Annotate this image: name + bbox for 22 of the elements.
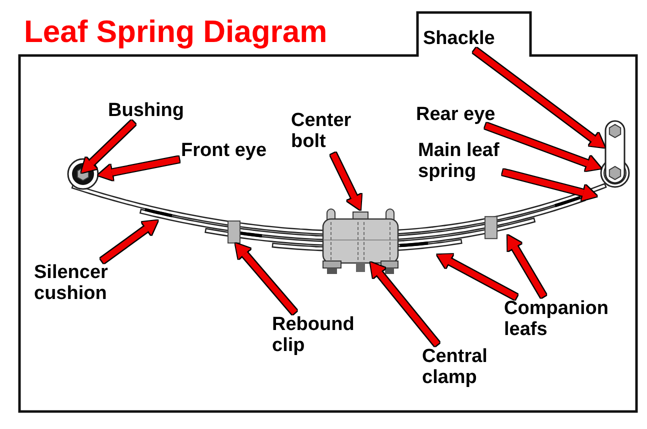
- leader-arrow: [100, 220, 158, 264]
- callout-label: Shackle: [423, 28, 495, 49]
- leader-arrow: [472, 48, 605, 148]
- leader-arrow: [330, 152, 362, 210]
- leader-arrow: [235, 243, 297, 314]
- callout-label: Central clamp: [422, 346, 489, 388]
- callout-label: Rebound clip: [272, 314, 356, 356]
- callout-label: Bushing: [108, 100, 184, 121]
- callout-label: Front eye: [181, 140, 267, 161]
- leader-arrow: [502, 169, 597, 201]
- callout-label: Silencer cushion: [34, 262, 109, 304]
- leader-arrow: [370, 262, 440, 346]
- callout-label: Companion leafs: [504, 298, 610, 340]
- leader-arrow: [484, 122, 601, 171]
- callout-label: Main leaf spring: [418, 140, 501, 182]
- leader-arrow: [98, 156, 180, 180]
- callout-label: Rear eye: [416, 104, 496, 125]
- leader-arrow: [437, 254, 518, 300]
- callout-label: Center bolt: [291, 110, 353, 152]
- leader-arrow: [507, 235, 546, 298]
- diagram-title: Leaf Spring Diagram: [24, 14, 328, 50]
- leader-arrow: [81, 120, 136, 173]
